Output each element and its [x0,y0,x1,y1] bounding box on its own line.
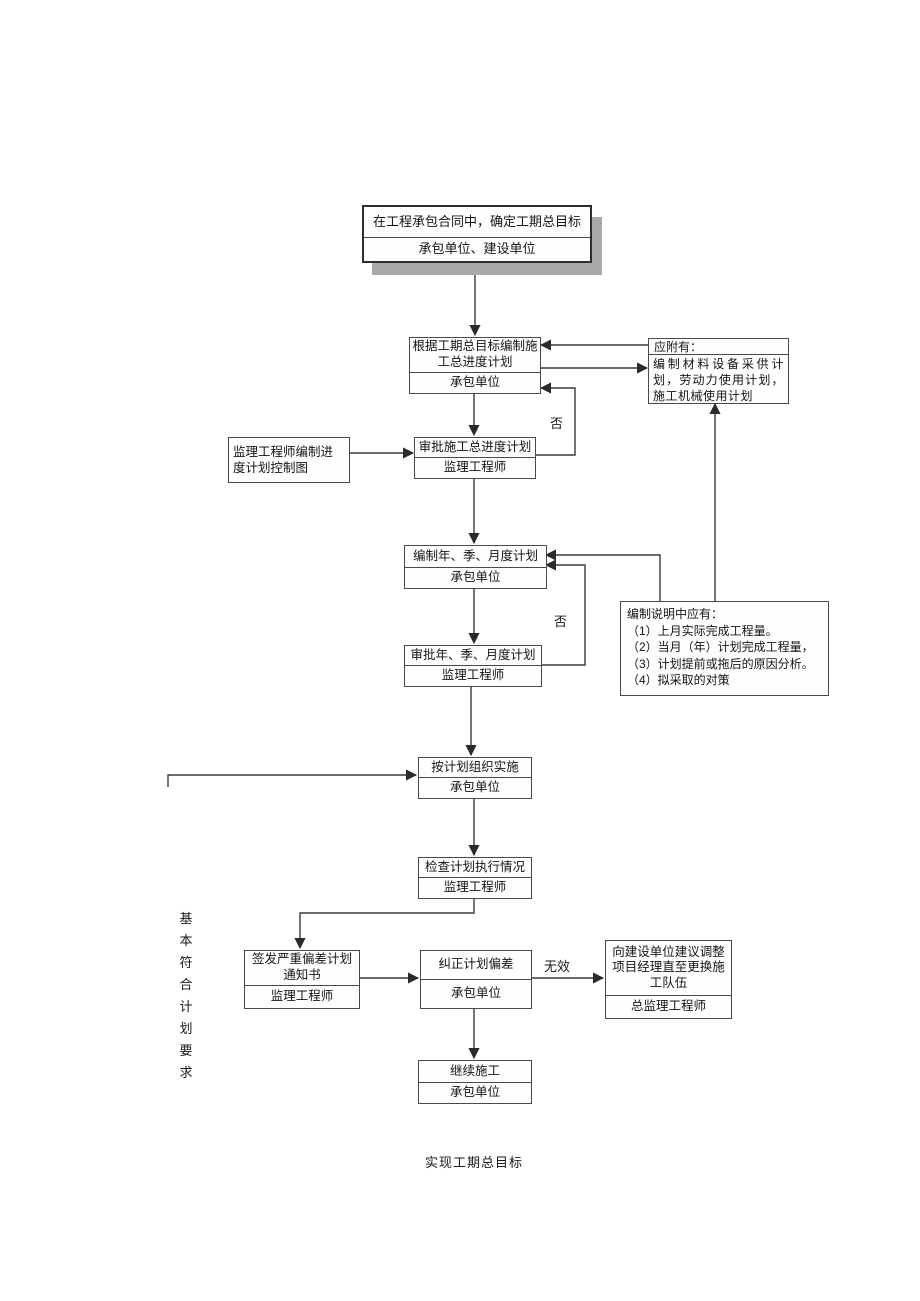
edge-label-no-master: 否 [550,416,564,431]
edge-no-loop-master [534,382,576,456]
node-inspect-title: 检查计划执行情况 [424,859,525,874]
node-implement: 按计划组织实施 承包单位 [418,757,532,799]
node-suggest-change: 向建设单位建议调整项目经理直至更换施工队伍 总监理工程师 [605,940,732,1019]
node-approve-master: 审批施工总进度计划 监理工程师 [414,437,536,479]
edge-inspect-to-issue-notice [294,897,475,950]
node-approve-master-title: 审批施工总进度计划 [418,439,532,454]
node-correct-actor: 承包单位 [421,979,531,1008]
node-approve-master-actor: 监理工程师 [415,457,535,478]
node-approve-periodic-actor: 监理工程师 [405,665,541,686]
node-notes: 编制说明中应有： （1）上月实际完成工程量。 （2）当月（年）计划完成工程量， … [620,601,829,696]
node-compile-master-title: 根据工期总目标编制施工总进度计划 [412,339,538,369]
node-notes-item-3: （3）计划提前或拖后的原因分析。 [627,656,814,671]
node-notes-item-1: （1）上月实际完成工程量。 [627,623,778,638]
node-supervisor-chart-title: 监理工程师编制进度计划控制图 [233,445,334,475]
node-supervisor-chart: 监理工程师编制进度计划控制图 [228,437,350,483]
node-notes-item-4: （4）拟采取的对策 [627,673,730,687]
node-contract: 在工程承包合同中，确定工期总目标 承包单位、建设单位 [362,205,592,263]
node-notes-header: 编制说明中应有： [627,607,724,621]
node-issue-notice: 签发严重偏差计划通知书 监理工程师 [244,950,360,1009]
node-attachments: 应附有： 编制材料设备采供计划，劳动力使用计划，施工机械使用计划 [648,338,789,404]
node-implement-title: 按计划组织实施 [431,759,519,774]
node-notes-item-2: （2）当月（年）计划完成工程量， [627,640,814,654]
node-issue-notice-title: 签发严重偏差计划通知书 [251,952,352,982]
edge-label-invalid: 无效 [544,959,571,974]
node-compile-periodic-title: 编制年、季、月度计划 [412,548,538,563]
node-compile-master: 根据工期总目标编制施工总进度计划 承包单位 [409,337,541,394]
node-contract-title: 在工程承包合同中，确定工期总目标 [372,213,581,229]
node-continue-title: 继续施工 [449,1063,500,1078]
node-approve-periodic-title: 审批年、季、月度计划 [410,647,536,662]
node-attachments-header: 应附有： [654,340,703,354]
node-correct: 纠正计划偏差 承包单位 [420,950,532,1009]
node-suggest-change-title: 向建设单位建议调整项目经理直至更换施工队伍 [612,944,725,990]
edge-no-loop-periodic [540,559,586,666]
node-inspect-actor: 监理工程师 [419,877,531,898]
node-implement-actor: 承包单位 [419,777,531,798]
node-continue: 继续施工 承包单位 [418,1060,532,1104]
side-note-vertical-text: 基本符合计划要求 [179,911,193,1080]
node-issue-notice-actor: 监理工程师 [245,985,359,1008]
edge-notes-to-compile-periodic [544,549,661,601]
node-attachments-body: 编制材料设备采供计划，劳动力使用计划，施工机械使用计划 [649,354,788,405]
node-compile-periodic: 编制年、季、月度计划 承包单位 [404,545,547,589]
node-compile-master-actor: 承包单位 [410,372,540,393]
edge-feedback-to-implement [167,769,418,787]
node-continue-actor: 承包单位 [419,1082,531,1103]
node-contract-actor: 承包单位、建设单位 [364,237,590,261]
node-approve-periodic: 审批年、季、月度计划 监理工程师 [404,645,542,687]
node-inspect: 检查计划执行情况 监理工程师 [418,857,532,899]
goal-caption: 实现工期总目标 [424,1155,523,1170]
node-suggest-change-actor: 总监理工程师 [606,995,731,1018]
node-correct-title: 纠正计划偏差 [438,957,514,972]
node-compile-periodic-actor: 承包单位 [405,567,546,588]
edge-label-no-periodic: 否 [554,614,568,629]
